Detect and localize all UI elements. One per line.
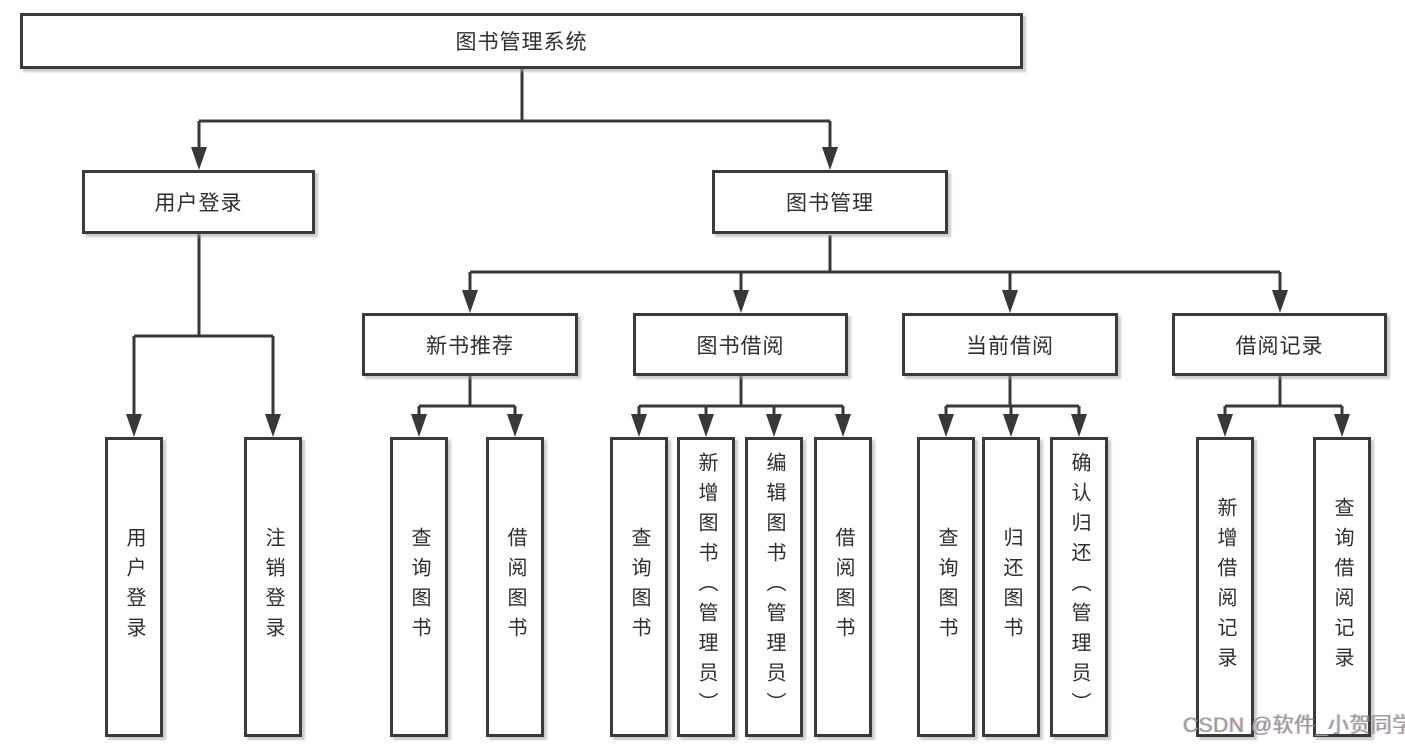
node-new-book-recommendation-label: 新书推荐 xyxy=(426,334,514,358)
node-book-management-label: 图书管理 xyxy=(786,192,874,215)
leaf-logout: 注销登录 xyxy=(244,437,302,737)
node-library-system-label: 图书管理系统 xyxy=(455,31,588,54)
node-current-borrowing: 当前借阅 xyxy=(902,313,1118,376)
leaf-borrowing-borrow-books: 借阅图书 xyxy=(814,437,872,737)
leaf-newbooks-borrow-books: 借阅图书 xyxy=(486,437,544,737)
node-user-login: 用户登录 xyxy=(82,170,315,234)
node-borrowing-records-label: 借阅记录 xyxy=(1235,334,1324,358)
node-borrowing-records: 借阅记录 xyxy=(1172,313,1387,376)
node-library-system: 图书管理系统 xyxy=(20,13,1023,69)
leaf-borrowing-query-books-label: 查询图书 xyxy=(628,527,650,647)
leaf-query-borrow-record-label: 查询借阅记录 xyxy=(1331,497,1353,677)
leaf-edit-books-admin: 编辑图书（管理员） xyxy=(745,437,803,737)
csdn-watermark: CSDN @软件_小贺同学 xyxy=(1183,714,1405,737)
leaf-logout-label: 注销登录 xyxy=(262,527,284,647)
leaf-newbooks-query-books-label: 查询图书 xyxy=(408,527,430,647)
leaf-add-borrow-record: 新增借阅记录 xyxy=(1196,437,1254,737)
leaf-edit-books-admin-label: 编辑图书（管理员） xyxy=(763,452,785,722)
node-current-borrowing-label: 当前借阅 xyxy=(966,334,1054,358)
node-book-borrowing-label: 图书借阅 xyxy=(696,334,785,358)
leaf-newbooks-query-books: 查询图书 xyxy=(390,437,448,737)
leaf-newbooks-borrow-books-label: 借阅图书 xyxy=(504,527,526,647)
leaf-current-query-books-label: 查询图书 xyxy=(935,527,957,647)
leaf-add-books-admin: 新增图书（管理员） xyxy=(677,437,735,737)
node-book-management: 图书管理 xyxy=(712,170,948,234)
leaf-add-borrow-record-label: 新增借阅记录 xyxy=(1214,497,1236,677)
leaf-borrowing-borrow-books-label: 借阅图书 xyxy=(832,527,854,647)
leaf-return-books-label: 归还图书 xyxy=(1000,527,1022,647)
leaf-return-books: 归还图书 xyxy=(982,437,1040,737)
leaf-add-books-admin-label: 新增图书（管理员） xyxy=(695,452,717,722)
leaf-confirm-return-admin-label: 确认归还（管理员） xyxy=(1068,452,1090,722)
leaf-user-login: 用户登录 xyxy=(105,437,163,737)
leaf-confirm-return-admin: 确认归还（管理员） xyxy=(1050,437,1108,737)
node-user-login-label: 用户登录 xyxy=(154,192,243,215)
leaf-borrowing-query-books: 查询图书 xyxy=(610,437,668,737)
leaf-query-borrow-record: 查询借阅记录 xyxy=(1313,437,1371,737)
node-new-book-recommendation: 新书推荐 xyxy=(362,313,578,376)
node-book-borrowing: 图书借阅 xyxy=(633,313,848,376)
leaf-current-query-books: 查询图书 xyxy=(917,437,975,737)
leaf-user-login-label: 用户登录 xyxy=(123,527,145,647)
